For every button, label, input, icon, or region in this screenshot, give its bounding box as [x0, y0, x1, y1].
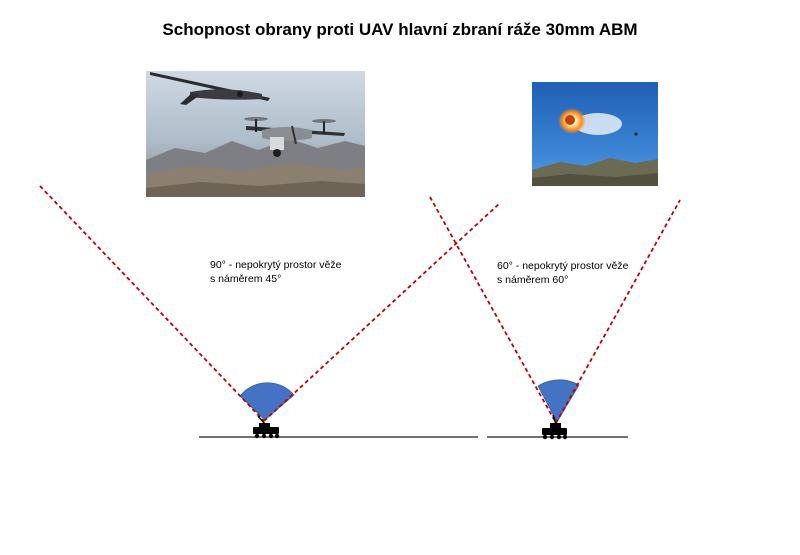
sector-left [239, 382, 295, 421]
fixed-wing-drone-icon [150, 72, 270, 105]
vtol-drone-icon [244, 117, 345, 157]
left-scenario-line2: s náměrem 45° [210, 273, 282, 285]
boundary-line-right-b [555, 199, 681, 424]
left-scenario-label: 90° - nepokrytý prostor věže s náměrem 4… [210, 258, 341, 286]
drone-dot-icon [634, 132, 638, 136]
right-scenario-label: 60° - nepokrytý prostor věže s náměrem 6… [497, 259, 628, 287]
intercept-photo [532, 82, 658, 186]
right-scenario-line2: s náměrem 60° [497, 274, 569, 286]
left-scenario-line1: 90° - nepokrytý prostor věže [210, 259, 342, 271]
drone-photo [146, 71, 365, 197]
explosion-icon [558, 108, 622, 135]
boundary-line-left-b [263, 202, 501, 422]
diagram-title: Schopnost obrany proti UAV hlavní zbraní… [162, 20, 638, 39]
boundary-line-right-a [429, 196, 557, 424]
vehicle-right-icon [542, 414, 568, 440]
boundary-line-left-a [39, 185, 265, 422]
right-scenario-line1: 60° - nepokrytý prostor věže [497, 260, 629, 272]
vehicle-left-icon [253, 415, 280, 439]
